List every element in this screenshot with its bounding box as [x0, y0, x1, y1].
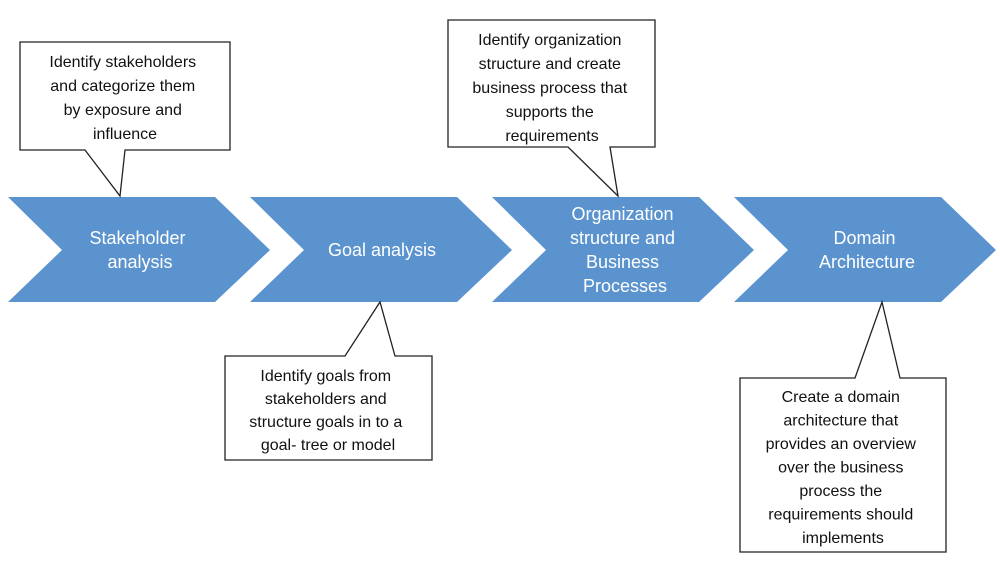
callout-step-3: Identify organization structure and crea…	[447, 19, 656, 198]
step-2-label: Goal analysis	[328, 240, 436, 260]
step-4-label: Domain Architecture	[819, 228, 915, 272]
callout-step-3-bubble	[447, 19, 656, 198]
callout-step-4: Create a domain architecture that provid…	[739, 299, 947, 553]
chevron-step-3	[492, 197, 754, 302]
chevron-step-2	[250, 197, 512, 302]
callout-step-1-text: Identify stakeholders and categorize the…	[49, 54, 200, 143]
step-1-label: Stakeholder analysis	[89, 228, 190, 272]
chevron-step-1	[8, 197, 270, 302]
callout-step-3-text: Identify organization structure and crea…	[472, 32, 631, 145]
chevron-step-4	[734, 197, 996, 302]
callout-step-2: Identify goals from stakeholders and str…	[224, 300, 433, 461]
callout-step-2-text: Identify goals from stakeholders and str…	[249, 368, 406, 454]
chevron-row	[8, 197, 996, 302]
callout-step-2-bubble	[224, 300, 433, 461]
callout-step-1-bubble	[19, 41, 231, 198]
callout-step-4-bubble	[739, 299, 947, 553]
callout-step-4-text: Create a domain architecture that provid…	[766, 389, 921, 547]
callout-step-1: Identify stakeholders and categorize the…	[19, 41, 231, 198]
step-3-label: Organization structure and Business Proc…	[570, 204, 680, 296]
